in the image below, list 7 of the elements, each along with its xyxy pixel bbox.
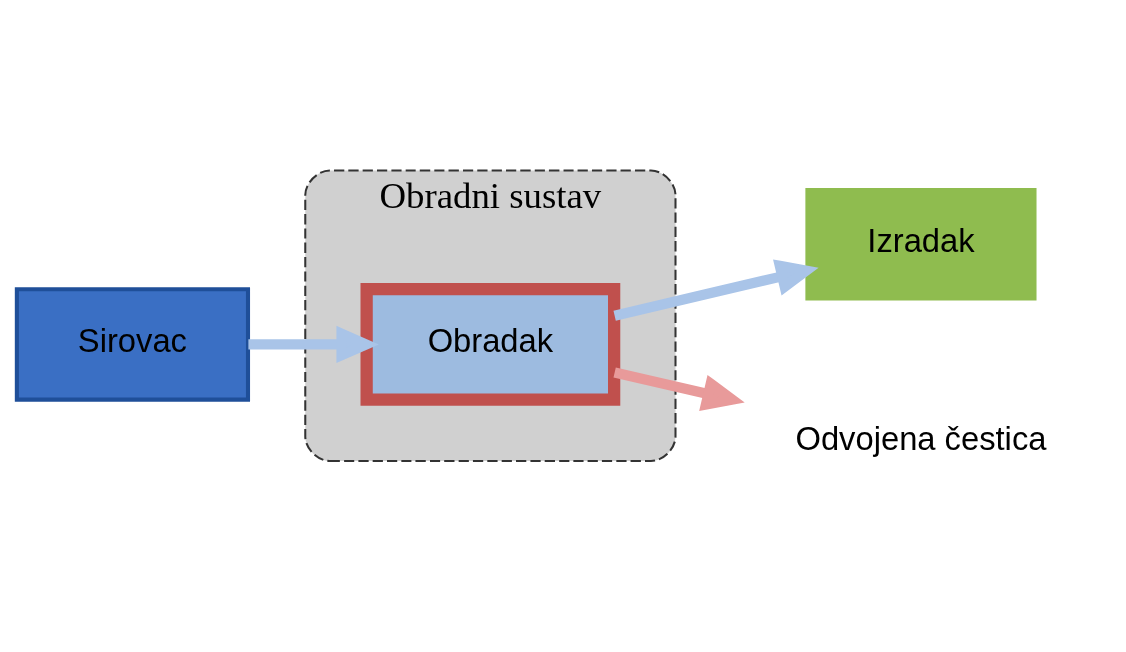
arrow [613,367,745,412]
node-text: Odvojena čestica [795,420,1047,458]
arrow [613,259,819,321]
node-box: Izradak [805,187,1037,301]
node-box: Sirovac [14,287,251,402]
node-box: Obradak [360,283,621,406]
arrow [248,325,379,363]
